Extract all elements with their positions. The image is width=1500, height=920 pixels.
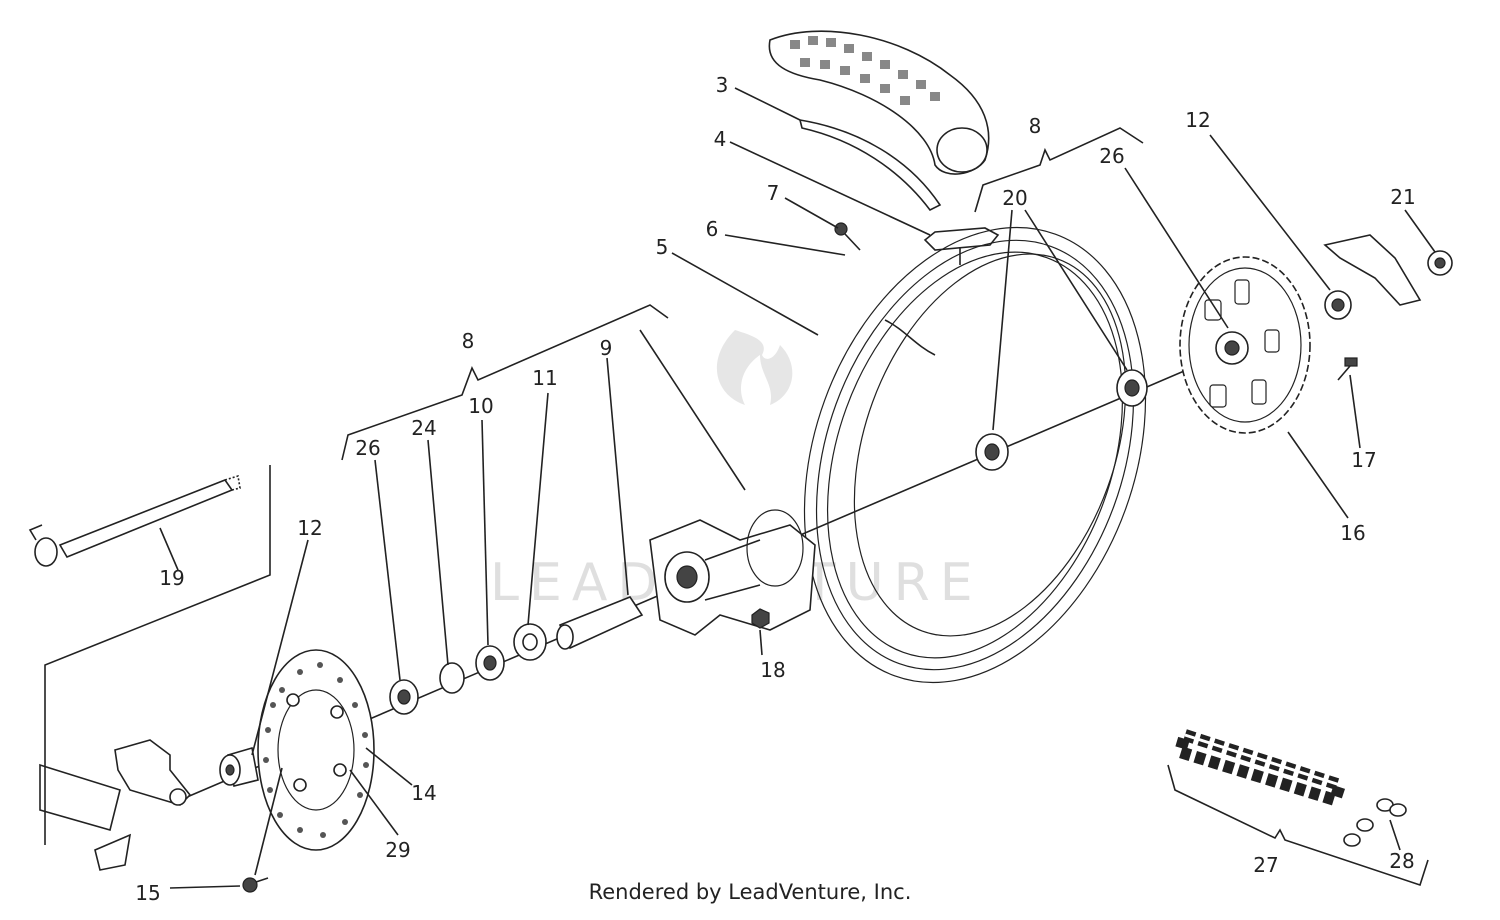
left-collar	[219, 746, 259, 787]
leader-lines	[44, 87, 1436, 889]
callout-26-left: 26	[355, 436, 380, 460]
callout-6: 6	[706, 217, 719, 241]
callout-7: 7	[767, 181, 780, 205]
right-collar	[1324, 290, 1352, 320]
circlip	[439, 662, 465, 694]
bearing-left	[475, 645, 505, 681]
render-credit: Rendered by LeadVenture, Inc.	[588, 880, 912, 904]
callout-4: 4	[714, 127, 727, 151]
callout-28: 28	[1389, 849, 1414, 873]
callout-17: 17	[1351, 448, 1376, 472]
callout-15: 15	[135, 881, 160, 905]
hub-spacer	[556, 596, 644, 650]
axle-shaft	[28, 474, 241, 567]
spoke-nipple	[834, 222, 861, 251]
wheel-hub	[649, 509, 816, 636]
callout-24: 24	[411, 416, 436, 440]
callout-19: 19	[159, 566, 184, 590]
callout-27: 27	[1253, 853, 1278, 877]
callout-8-left: 8	[462, 329, 475, 353]
callout-12-left: 12	[297, 516, 322, 540]
callout-14: 14	[411, 781, 436, 805]
callout-8-right: 8	[1029, 114, 1042, 138]
callout-21: 21	[1390, 185, 1415, 209]
rim-band	[798, 119, 942, 212]
rim-lock	[923, 227, 1000, 265]
callout-10: 10	[468, 394, 493, 418]
rim	[803, 226, 1147, 684]
callout-18: 18	[760, 658, 785, 682]
hub-bearing	[975, 433, 1009, 471]
tire	[768, 30, 990, 175]
disc-bolt	[242, 877, 269, 893]
sprocket-bolt	[1337, 357, 1358, 381]
left-chain-adjuster	[39, 739, 192, 871]
hub-nut	[751, 608, 770, 629]
sprocket	[1179, 256, 1311, 434]
callout-16: 16	[1340, 521, 1365, 545]
master-link	[1343, 798, 1407, 847]
callout-3: 3	[716, 73, 729, 97]
oil-seal-left	[389, 679, 419, 715]
callout-12-right: 12	[1185, 108, 1210, 132]
bearing-right	[1116, 369, 1148, 407]
callout-26-right: 26	[1099, 144, 1124, 168]
callout-5: 5	[656, 235, 669, 259]
spoke-wire	[884, 319, 936, 356]
callout-20: 20	[1002, 186, 1027, 210]
callout-9: 9	[600, 336, 613, 360]
axle-nut	[1427, 250, 1453, 276]
callout-29: 29	[385, 838, 410, 862]
drive-chain	[1172, 727, 1348, 808]
callout-labels: 3 4 5 6 7 8 8 9 10 11 12 12 14 15 16 17 …	[135, 73, 1415, 905]
right-chain-adjuster	[1323, 234, 1422, 306]
bearing-sleeve	[513, 623, 547, 661]
brake-disc	[257, 649, 375, 851]
callout-11: 11	[532, 366, 557, 390]
